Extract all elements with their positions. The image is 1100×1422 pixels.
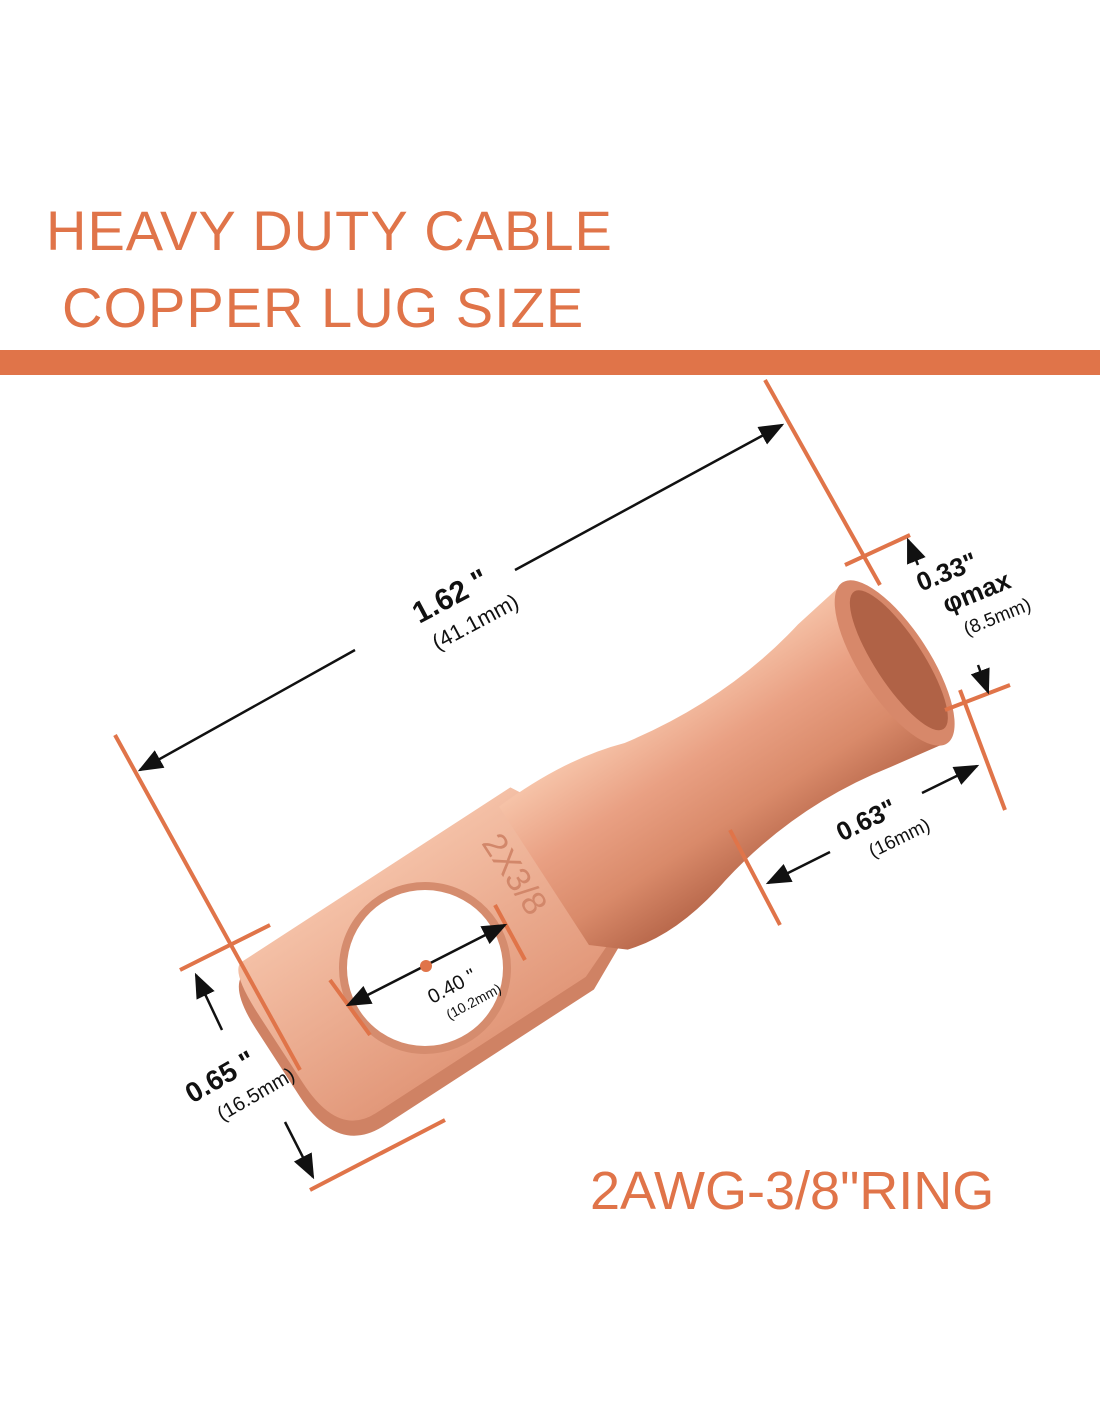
hole-center-dot — [420, 960, 432, 972]
accent-divider — [0, 350, 1100, 375]
extension-lines — [113, 379, 1011, 1192]
copper-lug: 2X3/8 — [238, 580, 955, 1136]
title-line-1: HEAVY DUTY CABLE — [46, 199, 613, 262]
lug-barrel — [499, 583, 947, 950]
dimension-arrows — [137, 423, 990, 1180]
model-label: 2AWG-3/8"RING — [590, 1161, 995, 1221]
title-line-2: COPPER LUG SIZE — [62, 276, 585, 339]
